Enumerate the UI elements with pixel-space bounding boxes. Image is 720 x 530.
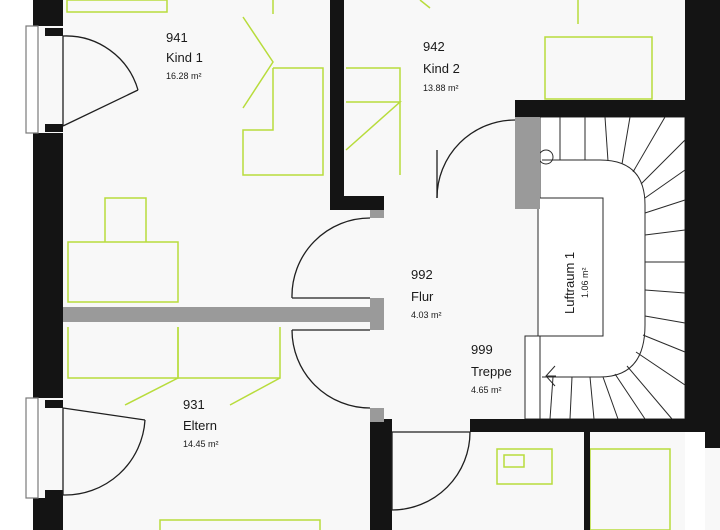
stair-tread: [602, 376, 619, 420]
wall-flur-bottom: [370, 422, 392, 530]
wall-eltern-top: [63, 307, 383, 322]
room-number: 999: [471, 342, 493, 357]
room-name: Treppe: [471, 364, 512, 379]
door-bath: [391, 431, 471, 511]
stair-tread: [644, 169, 686, 199]
stair-tread: [632, 116, 666, 173]
desk-kind2: [345, 101, 402, 151]
door-kind2: [436, 119, 516, 199]
room-label-kind1: 941 Kind 1 16.28 m²: [166, 30, 203, 81]
wall-bath-divider: [584, 432, 590, 530]
structural-walls: [33, 0, 720, 530]
wall-right-top: [685, 0, 720, 100]
wall-left-outer-top: [33, 0, 63, 26]
wall-stair-stub: [515, 117, 527, 209]
door-kind1: [291, 217, 371, 299]
wall-kind2-bottom: [330, 196, 384, 210]
room-name: Flur: [411, 289, 434, 304]
room-name: Kind 2: [423, 61, 460, 76]
room-name: Eltern: [183, 418, 217, 433]
window-swing-kind1: [62, 35, 139, 126]
table-kind1: [66, 0, 168, 13]
window-kind1: [25, 25, 39, 134]
room-label-treppe: 999 Treppe 4.65 m²: [471, 342, 512, 395]
stair-tread: [621, 116, 631, 165]
furniture: [66, 0, 671, 530]
desk-left: [67, 241, 179, 303]
stair-inner-rail: [542, 159, 646, 378]
room-area: 1.06 m²: [580, 267, 590, 298]
room-area: 14.45 m²: [183, 439, 219, 449]
room-label-eltern: 931 Eltern 14.45 m²: [183, 397, 219, 449]
stair-tread: [642, 334, 686, 353]
window-swing-kind1-leaf: [62, 89, 139, 127]
room-area: 4.65 m²: [471, 385, 502, 395]
wall-left-outer-bottom: [33, 498, 63, 530]
chair-kind2-b: [419, 0, 431, 9]
door-eltern: [291, 329, 371, 409]
wardrobe-eltern: [159, 519, 321, 530]
washbasin: [496, 448, 553, 485]
stair-tread: [614, 373, 646, 420]
stair-tread: [549, 376, 554, 420]
chair-left: [104, 197, 147, 242]
wall-kind-divider: [330, 0, 344, 198]
room-number: 931: [183, 397, 205, 412]
room-area: 13.88 m²: [423, 83, 459, 93]
stair-tread: [644, 199, 686, 214]
stair-tread: [644, 229, 686, 236]
stair-tread: [569, 376, 573, 420]
desk-kind1: [242, 67, 324, 176]
room-area: 4.03 m²: [411, 310, 442, 320]
doors: [62, 35, 516, 511]
wall-left-outer-mid: [33, 133, 63, 398]
wall-bath-top-left: [384, 419, 392, 432]
wall-stub-flur-bottom: [370, 408, 384, 422]
wall-stair-top: [515, 100, 720, 117]
wall-stub-flur-mid: [370, 298, 384, 330]
room-name: Kind 1: [166, 50, 203, 65]
window-swing-eltern: [62, 408, 146, 496]
stair-landing-left: [525, 117, 540, 209]
bed-eltern-pillow: [124, 377, 179, 406]
bed-kind2: [346, 67, 401, 175]
table-kind2: [544, 36, 653, 100]
bed-eltern-pillow-b: [229, 377, 281, 406]
room-label-luftraum: Luftraum 1 1.06 m²: [562, 252, 590, 314]
room-number: 942: [423, 39, 445, 54]
window-swing-eltern-leaf: [62, 407, 146, 421]
bed-kind1: [242, 16, 274, 109]
room-number: 992: [411, 267, 433, 282]
room-number: 941: [166, 30, 188, 45]
windows: [25, 25, 39, 499]
window-kind1-sill-b: [45, 124, 63, 132]
bed-eltern-b: [177, 327, 281, 379]
room-label-kind2: 942 Kind 2 13.88 m²: [423, 39, 460, 93]
room-name: Luftraum 1: [562, 252, 577, 314]
stair-tread: [589, 376, 595, 420]
wall-right-inner-light: [685, 432, 705, 530]
washbasin-inner: [503, 454, 525, 468]
wall-bath-top: [470, 419, 720, 432]
luftraum-box: [537, 197, 604, 337]
stair-tread: [644, 315, 686, 324]
window-eltern-sill: [45, 400, 63, 408]
stair-side-lower: [524, 335, 541, 420]
room-label-flur: 992 Flur 4.03 m²: [411, 267, 442, 320]
wall-stair-right: [685, 100, 720, 448]
stair-tread: [635, 351, 686, 386]
window-kind1-sill: [45, 28, 63, 36]
window-eltern-sill-b: [45, 490, 63, 498]
window-eltern: [25, 397, 39, 499]
stair-tread: [640, 139, 686, 185]
stair-tread: [626, 365, 673, 420]
stair-tread: [604, 116, 609, 162]
room-area: 16.28 m²: [166, 71, 202, 81]
stair-tread: [644, 289, 686, 294]
